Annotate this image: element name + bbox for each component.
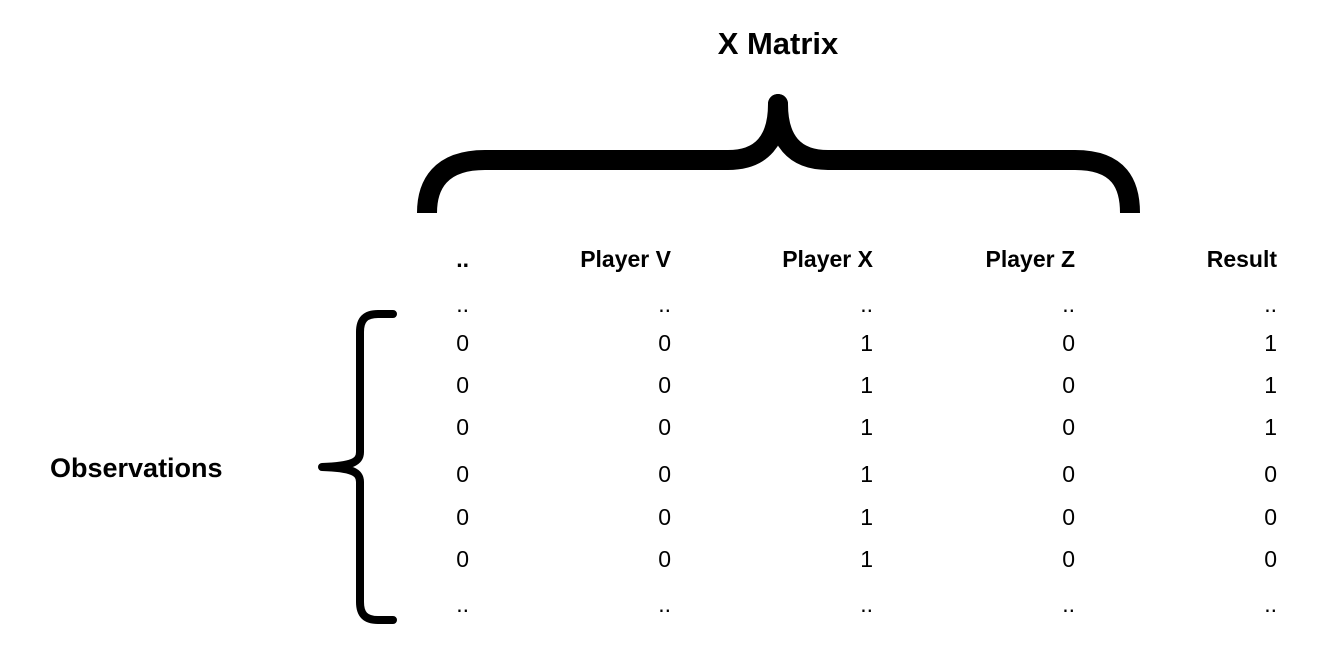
table-cell: 0 [1062, 414, 1075, 440]
left-curly-brace [318, 310, 397, 624]
table-cell: 0 [1264, 461, 1277, 487]
table-cell: .. [658, 591, 671, 617]
observations-label: Observations [50, 453, 223, 483]
table-cell: .. [1264, 291, 1277, 317]
table-cell: 0 [658, 414, 671, 440]
table-cell: 0 [1062, 546, 1075, 572]
table-cell: 1 [1264, 330, 1277, 356]
table-cell: .. [1062, 591, 1075, 617]
diagram-title: X Matrix [717, 26, 839, 61]
table-cell: 1 [860, 546, 873, 572]
column-header: Player V [580, 246, 671, 272]
table-cell: 0 [1264, 546, 1277, 572]
column-header: .. [456, 246, 469, 272]
top-curly-brace [417, 94, 1140, 214]
table-cell: 0 [1062, 461, 1075, 487]
table-cell: .. [1264, 591, 1277, 617]
table-cell: 1 [860, 504, 873, 530]
top-brace-tip [768, 94, 788, 114]
column-header: Result [1206, 246, 1277, 272]
table-cell: 0 [658, 546, 671, 572]
column-header: Player X [782, 246, 873, 272]
table-cell: 1 [860, 330, 873, 356]
table-cell: 1 [860, 372, 873, 398]
table-cell: 0 [456, 372, 469, 398]
table-cell: 0 [1062, 330, 1075, 356]
table-cell: .. [1062, 291, 1075, 317]
table-cell: .. [456, 591, 469, 617]
table-cell: 0 [1062, 372, 1075, 398]
column-header: Player Z [985, 246, 1076, 272]
table-cell: 1 [1264, 372, 1277, 398]
table-cell: 0 [456, 546, 469, 572]
table-cell: .. [658, 291, 671, 317]
table-cell: .. [860, 591, 873, 617]
table-cell: 0 [1062, 504, 1075, 530]
table-cell: .. [860, 291, 873, 317]
table-cell: 0 [456, 504, 469, 530]
table-cell: 0 [456, 414, 469, 440]
table-cell: 0 [658, 330, 671, 356]
table-cell: 0 [658, 504, 671, 530]
table-cell: 1 [860, 461, 873, 487]
table-cell: 0 [456, 330, 469, 356]
table-cell: 1 [860, 414, 873, 440]
table-cell: 0 [1264, 504, 1277, 530]
table-cell: 1 [1264, 414, 1277, 440]
table-cell: 0 [456, 461, 469, 487]
table-cell: .. [456, 291, 469, 317]
table-cell: 0 [658, 372, 671, 398]
table-cell: 0 [658, 461, 671, 487]
